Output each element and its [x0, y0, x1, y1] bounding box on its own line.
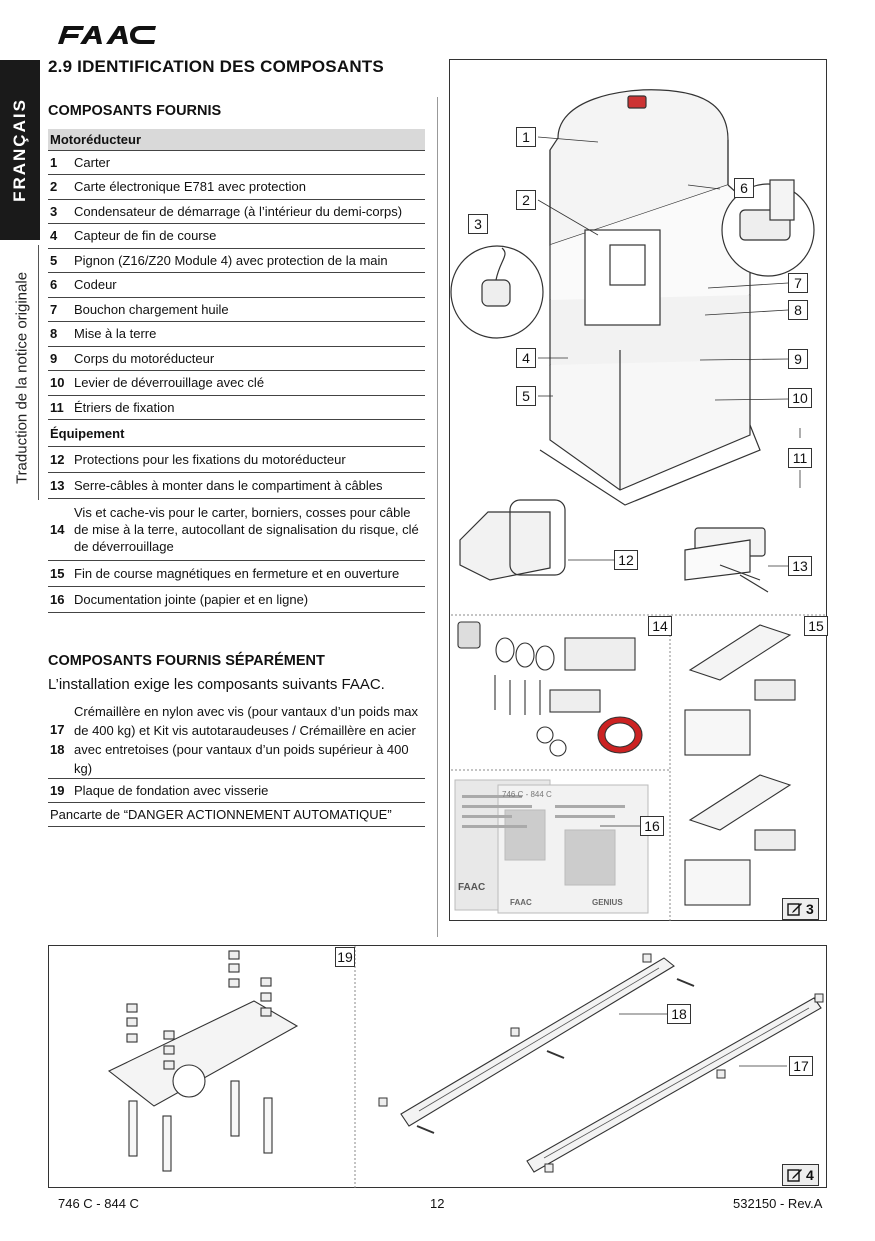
- supplied-heading: COMPOSANTS FOURNIS: [48, 103, 222, 119]
- callout-8: 8: [788, 300, 808, 320]
- callout-12: 12: [614, 550, 638, 570]
- callout-13: 13: [788, 556, 812, 576]
- table-row: 17 18 Crémaillère en nylon avec vis (pou…: [48, 702, 425, 779]
- language-tab: FRANÇAIS: [0, 60, 40, 240]
- edit-icon: [787, 1169, 802, 1182]
- callout-19: 19: [335, 947, 355, 967]
- column-divider: [437, 97, 438, 937]
- callout-18: 18: [667, 1004, 691, 1024]
- side-divider: [38, 245, 39, 500]
- section-title: 2.9 IDENTIFICATION DES COMPOSANTS: [48, 57, 384, 76]
- callout-14: 14: [648, 616, 672, 636]
- doc-product: GENIUS: [592, 898, 623, 907]
- doc-brand: FAAC: [510, 898, 532, 907]
- table-row: Pancarte de “DANGER ACTIONNEMENT AUTOMAT…: [48, 802, 425, 827]
- figure-4: 19 18 17 4: [48, 945, 827, 1189]
- faac-logo: [58, 26, 156, 44]
- separate-intro: L’installation exige les composants suiv…: [48, 676, 385, 693]
- figure-3: 1 2 3 4 5 6 7 8 9 10 11 12 13 14 15 16 7…: [449, 59, 828, 921]
- page-number: 12: [430, 1196, 445, 1211]
- callout-6: 6: [734, 178, 754, 198]
- figure-4-number: 4: [806, 1166, 814, 1183]
- callout-7: 7: [788, 273, 808, 293]
- edit-icon: [787, 903, 802, 916]
- callout-1: 1: [516, 127, 536, 147]
- callout-11: 11: [788, 448, 812, 468]
- callout-3: 3: [468, 214, 488, 234]
- figure-3-badge: 3: [782, 898, 819, 920]
- callout-9: 9: [788, 349, 808, 369]
- separate-components-table: 17 18 Crémaillère en nylon avec vis (pou…: [48, 702, 425, 827]
- callout-10: 10: [788, 388, 812, 408]
- table-row: 19 Plaque de fondation avec visserie: [48, 778, 425, 803]
- figure-3-number: 3: [806, 900, 814, 917]
- callout-2: 2: [516, 190, 536, 210]
- doc-title: 746 C - 844 C: [502, 790, 552, 799]
- callout-5: 5: [516, 386, 536, 406]
- footer-revision: 532150 - Rev.A: [733, 1196, 823, 1211]
- language-label: FRANÇAIS: [10, 98, 29, 202]
- separate-heading: COMPOSANTS FOURNIS SÉPARÉMENT: [48, 653, 325, 669]
- callout-16: 16: [640, 816, 664, 836]
- callout-4: 4: [516, 348, 536, 368]
- footer-model: 746 C - 844 C: [58, 1196, 139, 1211]
- figure-4-badge: 4: [782, 1164, 819, 1186]
- group-header-gearmotor: Motoréducteur: [48, 129, 425, 151]
- translation-note: Traduction de la notice originale: [13, 271, 31, 485]
- figure-3-illustration: [450, 89, 827, 921]
- callout-17: 17: [789, 1056, 813, 1076]
- doc-logo: FAAC: [458, 882, 486, 893]
- figure-4-illustration: [107, 946, 824, 1189]
- callout-15: 15: [804, 616, 828, 636]
- group-header-equipment: Équipement: [48, 419, 425, 447]
